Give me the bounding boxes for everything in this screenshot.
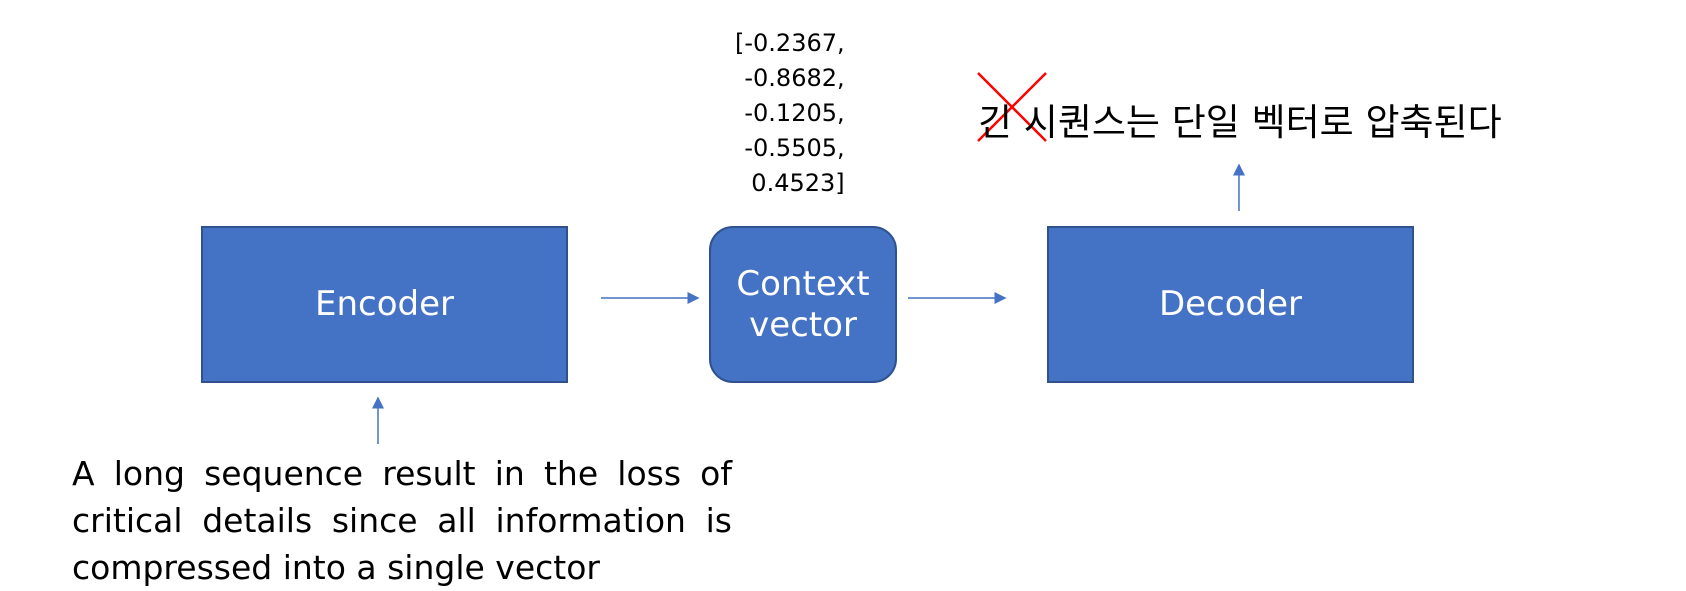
encoder-box: Encoder: [201, 226, 568, 383]
cross-out-mark: [977, 72, 1047, 142]
decoder-box: Decoder: [1047, 226, 1414, 383]
encoder-label: Encoder: [314, 284, 454, 325]
vector-value: [-0.2367,: [735, 29, 845, 57]
vector-value: -0.1205,: [744, 99, 845, 127]
context-vector-label: Context vector: [736, 263, 870, 345]
vector-value: 0.4523]: [751, 169, 845, 197]
vector-value: -0.5505,: [744, 134, 845, 162]
context-vector-values: [-0.2367, -0.8682, -0.1205, -0.5505, 0.4…: [735, 26, 845, 201]
context-vector-box: Context vector: [709, 226, 897, 383]
vector-value: -0.8682,: [744, 64, 845, 92]
decoder-label: Decoder: [1158, 284, 1303, 325]
note-text: A long sequence result in the loss of cr…: [72, 454, 732, 587]
korean-caption: 긴 시퀀스는 단일 벡터로 압축된다: [978, 101, 1502, 144]
